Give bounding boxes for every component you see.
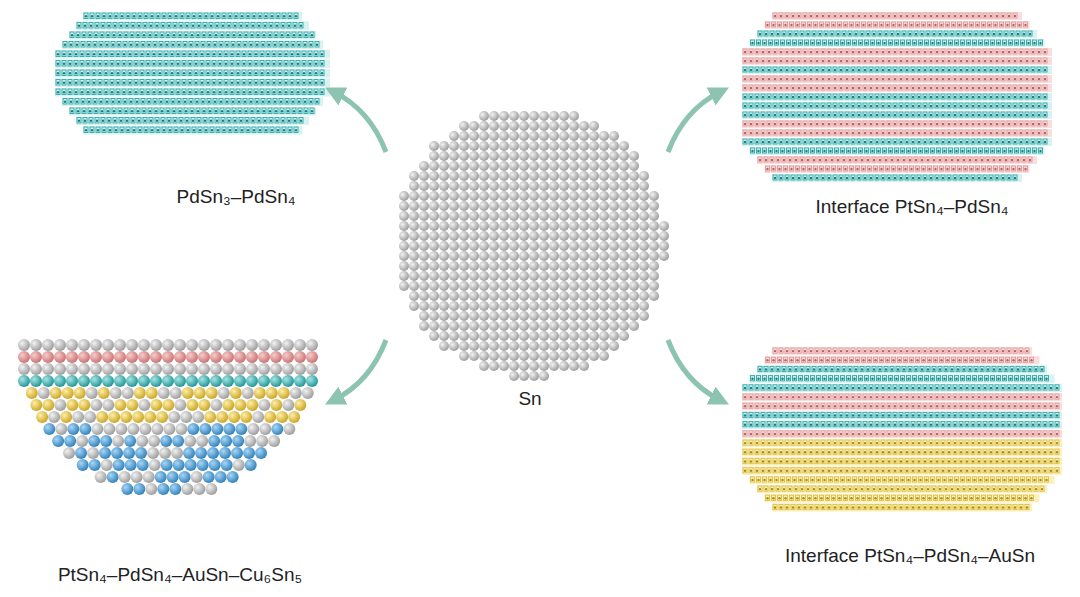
compound-label: PdSn₃–PdSn₄ <box>176 186 295 208</box>
crystal-layers <box>55 12 1062 512</box>
compound-label: Interface PtSn₄–PdSn₄ <box>816 196 1009 218</box>
arrow <box>334 92 386 152</box>
arrow <box>668 92 720 152</box>
arrow <box>334 340 386 400</box>
process-arrows <box>334 92 720 400</box>
sn-sphere <box>399 111 669 381</box>
layered-cap <box>18 339 318 495</box>
arrow <box>668 340 720 400</box>
compound-label: Interface PtSn₄–PdSn₄–AuSn <box>785 545 1035 567</box>
compound-label: PtSn₄–PdSn₄–AuSn–Cu₆Sn₅ <box>58 564 302 586</box>
compound-label: Sn <box>518 388 541 410</box>
